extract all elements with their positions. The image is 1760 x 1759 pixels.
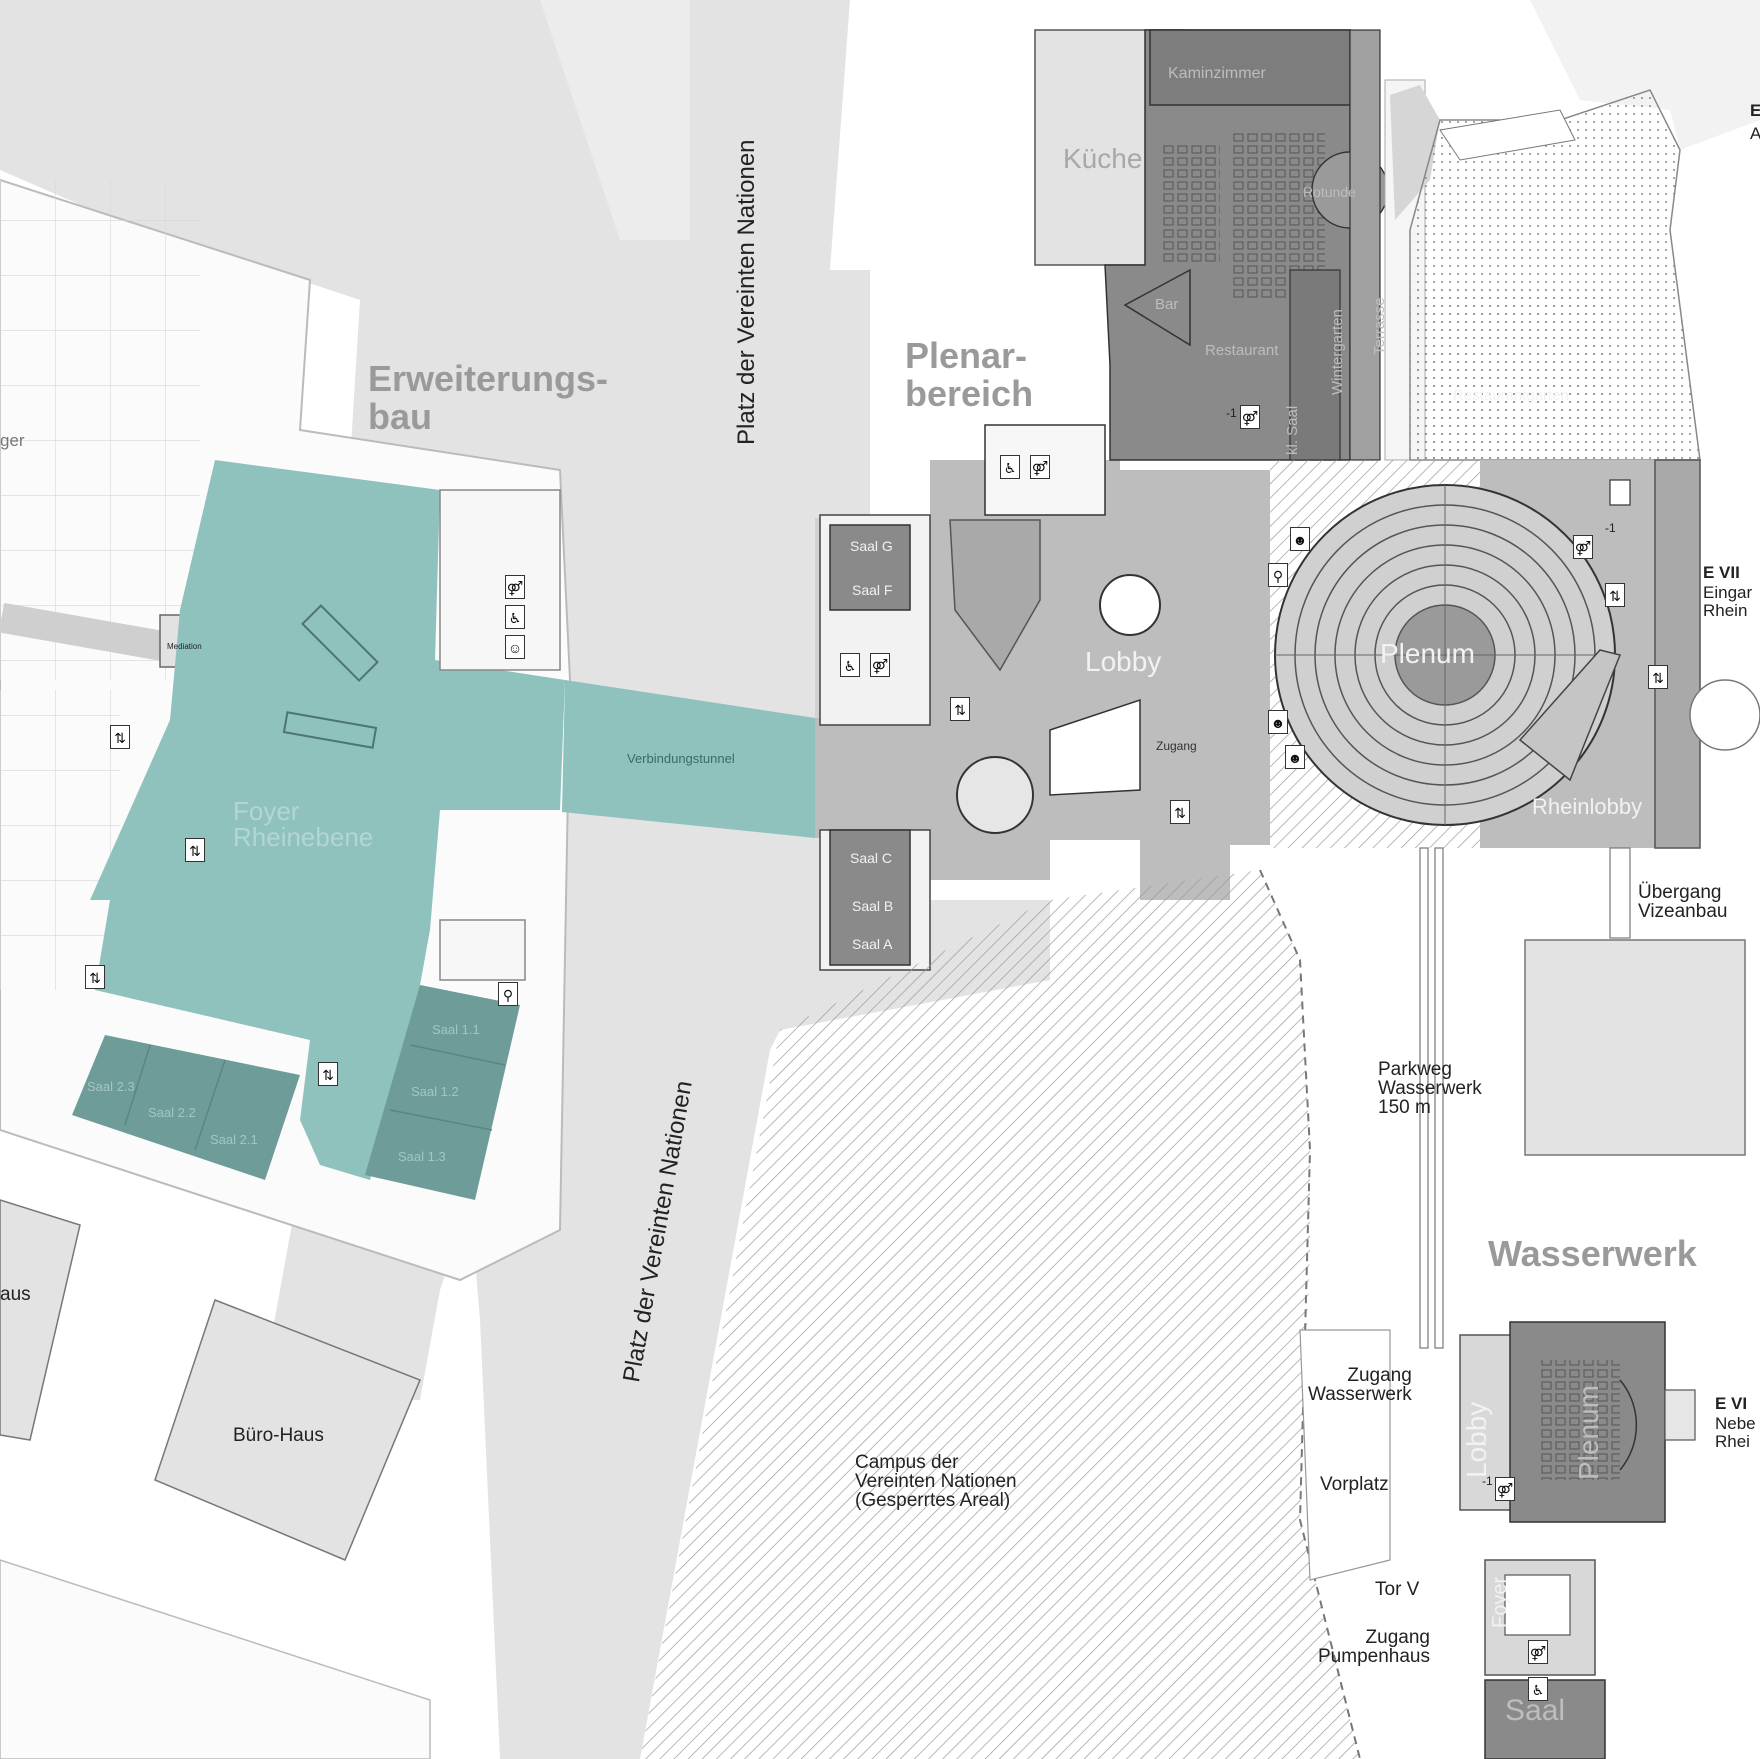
label-uebergang: Übergang Vizeanbau	[1638, 882, 1728, 922]
room-label-terrasse: Terrasse	[1371, 297, 1388, 355]
room-label-ww-foyer: Foyer	[1489, 1576, 1511, 1628]
room-label-zugang: Zugang	[1156, 739, 1197, 753]
plenary-building	[1270, 459, 1760, 849]
level-marker-restaurant: -1	[1226, 406, 1237, 420]
room-label-foyer: Foyer Rheinebene	[233, 796, 374, 852]
room-label-ww-plenum: Plenum	[1573, 1385, 1604, 1480]
room-label-plenum: Plenum	[1380, 638, 1475, 669]
campus-area	[640, 869, 1361, 1759]
elevator-icon: ⇅	[1648, 665, 1668, 689]
level-marker-plenum: -1	[1605, 521, 1616, 535]
entrance-e6-title: E VI	[1715, 1394, 1748, 1413]
label-zugang-wasserwerk: Zugang Wasserwerk	[1308, 1365, 1412, 1405]
elevator-icon: ⇅	[950, 697, 970, 721]
baby-change-icon: ☺	[505, 635, 525, 659]
wheelchair-icon: ♿	[505, 605, 525, 629]
room-label-rotunde: Rotunde	[1303, 184, 1356, 200]
lower-left-buildings	[0, 1199, 431, 1759]
building-label-haus-partial: aus	[0, 1284, 31, 1305]
area-label-wasserwerk: Wasserwerk	[1488, 1233, 1697, 1274]
cloakroom-icon: ⚲	[498, 982, 518, 1006]
restroom-icon: ⚤	[1495, 1477, 1515, 1501]
building-label-mediation: Mediation	[167, 642, 202, 651]
elevator-icon: ⇅	[185, 838, 205, 862]
street-label-platz-top: Platz der Vereinten Nationen	[733, 139, 760, 445]
entrance-e7-title: E VII	[1703, 563, 1740, 582]
building-label-campus: Campus der Vereinten Nationen (Gesperrte…	[855, 1452, 1017, 1511]
room-label-saal-c: Saal C	[850, 850, 893, 866]
elevator-icon: ⇅	[318, 1062, 338, 1086]
room-label-bar: Bar	[1155, 296, 1179, 313]
room-label-saal-2-3: Saal 2.3	[87, 1079, 135, 1094]
wheelchair-icon: ♿	[1528, 1677, 1548, 1701]
building-label-kueche: Küche	[1063, 143, 1143, 174]
foyer-area	[72, 460, 815, 1200]
area-label-erweiterungsbau: Erweiterungs- bau	[368, 358, 609, 437]
entrance-e7-sub: Eingar Rhein	[1703, 583, 1753, 620]
wheelchair-icon: ♿	[1000, 455, 1020, 479]
room-label-kaminzimmer: Kaminzimmer	[1168, 65, 1266, 82]
interpreter-icon: ☻	[1268, 710, 1288, 734]
room-label-lobby: Lobby	[1085, 646, 1162, 677]
entrance-partial-sub: A	[1750, 124, 1760, 143]
room-label-saal-g: Saal G	[850, 538, 893, 554]
entrance-e6-sub: Nebe Rhei	[1715, 1414, 1756, 1451]
room-label-restaurant: Restaurant	[1205, 342, 1279, 359]
room-label-saal-a: Saal A	[852, 936, 893, 952]
elevator-icon: ⇅	[110, 725, 130, 749]
interpreter-icon: ☻	[1285, 745, 1305, 769]
room-label-saal-1-2: Saal 1.2	[411, 1084, 459, 1099]
room-label-saal-f: Saal F	[852, 582, 893, 598]
service-cores	[439, 489, 561, 981]
room-label-saal-1-1: Saal 1.1	[432, 1022, 480, 1037]
elevator-icon: ⇅	[1170, 800, 1190, 824]
building-label-lager-partial: ger	[0, 431, 25, 450]
area-label-plenarbereich: Plenar- bereich	[905, 335, 1034, 414]
entrance-partial-title: E	[1750, 101, 1760, 120]
level-marker-wasserwerk: -1	[1482, 1474, 1493, 1488]
elevator-icon: ⇅	[85, 965, 105, 989]
room-label-wintergarten: Wintergarten	[1329, 309, 1346, 395]
restroom-icon: ⚤	[1528, 1640, 1548, 1664]
label-tor-v: Tor V	[1375, 1579, 1420, 1600]
restroom-icon: ⚤	[870, 653, 890, 677]
wheelchair-icon: ♿	[840, 653, 860, 677]
interpreter-icon: ☻	[1290, 527, 1310, 551]
restroom-icon: ⚤	[1240, 405, 1260, 429]
label-zugang-pumpenhaus: Zugang Pumpenhaus	[1318, 1627, 1430, 1667]
room-label-saal-1-3: Saal 1.3	[398, 1149, 446, 1164]
central-building	[815, 424, 1270, 971]
label-vorplatz: Vorplatz	[1320, 1474, 1389, 1495]
restroom-icon: ⚤	[1573, 535, 1593, 559]
room-label-restaurantgarten: Restaurantgarten	[1453, 387, 1569, 404]
restroom-icon: ⚤	[1030, 455, 1050, 479]
room-label-kl-saal: kl. Saal	[1284, 405, 1301, 455]
elevator-icon: ⇅	[1605, 583, 1625, 607]
restaurant-wing	[1034, 29, 1701, 461]
room-label-verbindungstunnel: Verbindungstunnel	[627, 751, 735, 766]
room-label-ww-lobby: Lobby	[1461, 1401, 1492, 1478]
room-label-saal-b: Saal B	[852, 898, 894, 914]
room-label-saal-2-1: Saal 2.1	[210, 1132, 258, 1147]
restroom-icon: ⚤	[505, 575, 525, 599]
building-label-buero-haus: Büro-Haus	[233, 1425, 324, 1446]
room-label-saal-2-2: Saal 2.2	[148, 1105, 196, 1120]
cloakroom-icon: ⚲	[1268, 563, 1288, 587]
room-label-rheinlobby: Rheinlobby	[1532, 794, 1643, 819]
label-parkweg: Parkweg Wasserwerk 150 m	[1378, 1059, 1482, 1118]
right-grounds	[1299, 847, 1746, 1581]
